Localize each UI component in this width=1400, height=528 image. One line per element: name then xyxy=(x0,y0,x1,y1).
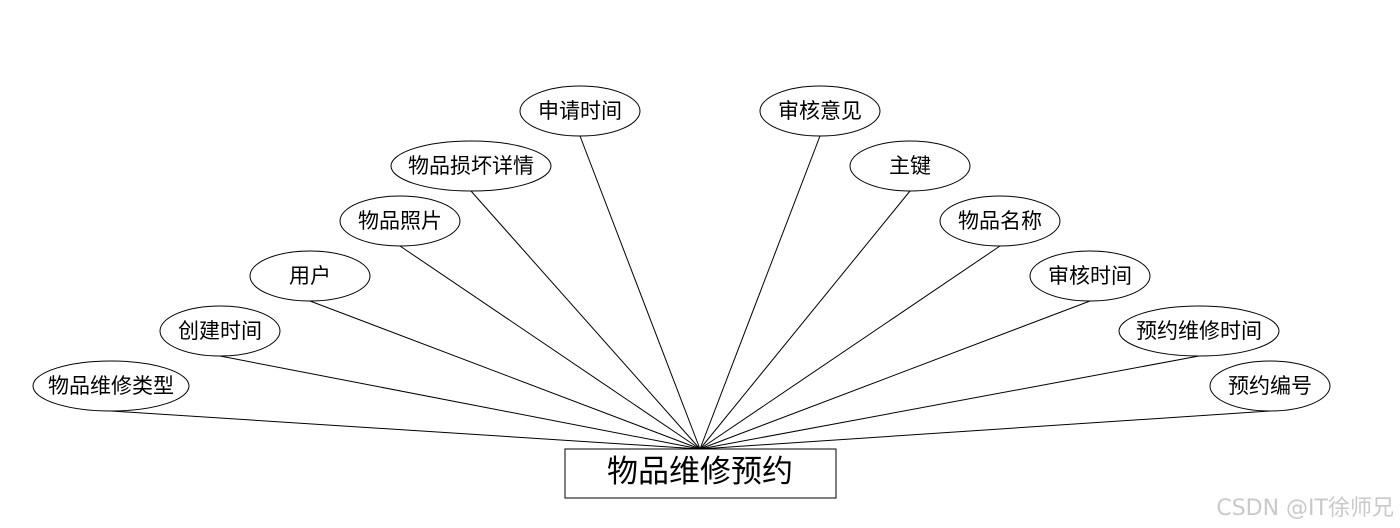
attribute-ellipse xyxy=(759,85,881,137)
attribute-appointment-repair-time: 预约维修时间 xyxy=(1118,305,1280,357)
connector-line xyxy=(579,135,701,450)
attribute-user: 用户 xyxy=(249,250,371,302)
watermark: CSDN @IT徐师兄 xyxy=(1216,496,1394,521)
connector-line xyxy=(699,135,821,450)
attribute-primary-key: 主键 xyxy=(849,140,971,192)
attribute-apply-time: 申请时间 xyxy=(519,85,641,137)
attribute-label: 用户 xyxy=(289,264,331,288)
attribute-ellipse xyxy=(159,305,281,357)
attribute-label: 主键 xyxy=(889,154,931,178)
attribute-ellipse xyxy=(1209,360,1331,412)
attribute-label: 创建时间 xyxy=(178,319,262,343)
attribute-label: 物品照片 xyxy=(358,209,442,233)
attribute-item-name: 物品名称 xyxy=(939,195,1061,247)
connector-line xyxy=(699,410,1271,450)
attribute-ellipse xyxy=(249,250,371,302)
attribute-ellipse xyxy=(519,85,641,137)
attribute-ellipse xyxy=(390,140,552,192)
attribute-review-time: 审核时间 xyxy=(1029,250,1151,302)
connector-line xyxy=(470,190,701,450)
attribute-ellipse xyxy=(32,360,190,412)
entity-box xyxy=(564,448,837,499)
attribute-label: 物品损坏详情 xyxy=(408,154,534,178)
entity-label: 物品维修预约 xyxy=(607,454,793,490)
attribute-nodes: 物品维修类型 创建时间 用户 物品照片 物品损坏详情 申请时间 审核意见 主键 xyxy=(32,85,1331,412)
connector-line xyxy=(699,190,911,450)
attribute-item-damage-detail: 物品损坏详情 xyxy=(390,140,552,192)
attribute-label: 物品维修类型 xyxy=(48,374,174,398)
attribute-ellipse xyxy=(849,140,971,192)
attribute-create-time: 创建时间 xyxy=(159,305,281,357)
attribute-ellipse xyxy=(339,195,461,247)
connector-line xyxy=(399,245,701,450)
connector-line xyxy=(110,410,701,450)
connector-line xyxy=(309,300,701,450)
connector-line xyxy=(699,355,1200,450)
attribute-appointment-number: 预约编号 xyxy=(1209,360,1331,412)
attribute-review-opinion: 审核意见 xyxy=(759,85,881,137)
attribute-label: 审核时间 xyxy=(1048,264,1132,288)
attribute-ellipse xyxy=(1118,305,1280,357)
attribute-item-photo: 物品照片 xyxy=(339,195,461,247)
connector-line xyxy=(699,300,1091,450)
connector-line xyxy=(699,245,1001,450)
attribute-ellipse xyxy=(939,195,1061,247)
entity-node: 物品维修预约 xyxy=(564,448,837,499)
attribute-label: 审核意见 xyxy=(778,99,862,123)
attribute-label: 申请时间 xyxy=(538,99,622,123)
attribute-label: 物品名称 xyxy=(958,209,1042,233)
connector-line xyxy=(219,355,701,450)
attribute-ellipse xyxy=(1029,250,1151,302)
attribute-item-repair-type: 物品维修类型 xyxy=(32,360,190,412)
attribute-label: 预约维修时间 xyxy=(1136,319,1262,343)
attribute-label: 预约编号 xyxy=(1228,374,1312,398)
connector-lines xyxy=(110,135,1271,450)
